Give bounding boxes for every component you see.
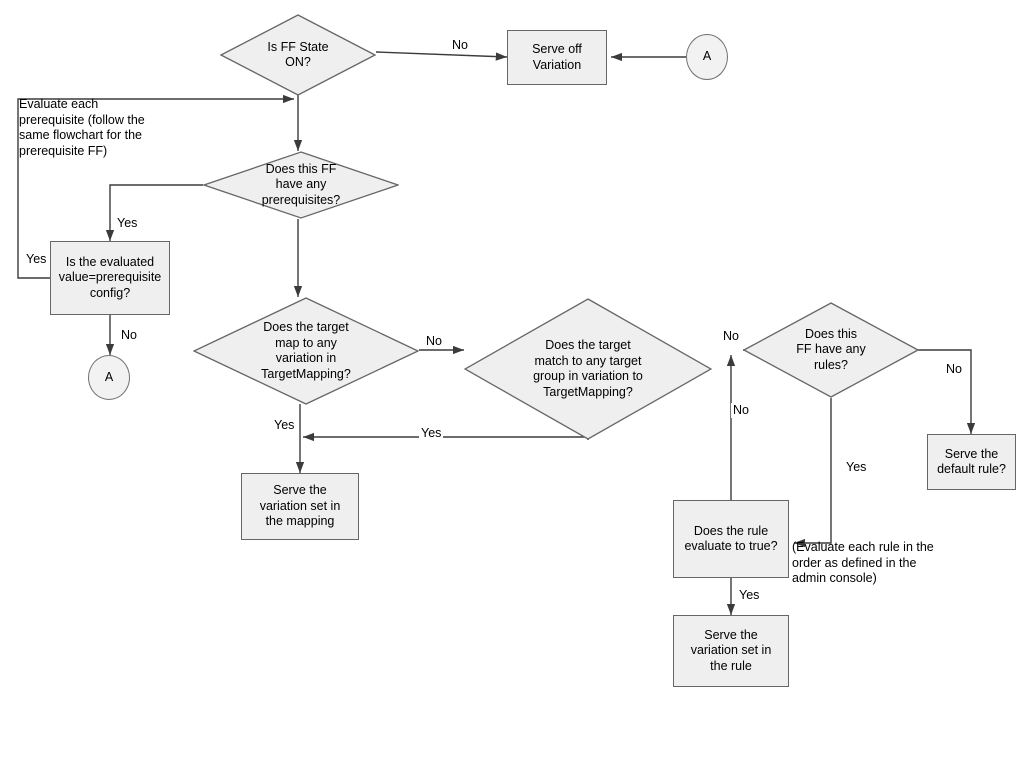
edge-label-rules-no-loop: No [731,403,751,418]
edge-prereq-yes [105,184,203,241]
node-evaluated-value-prerequisite[interactable]: Is the evaluated value=prerequisite conf… [50,241,170,315]
node-label: Does the rule evaluate to true? [684,523,778,554]
node-target-match-group[interactable]: Does the target match to any target grou… [464,298,712,440]
node-is-ff-state-on[interactable]: Is FF State ON? [220,14,376,96]
edge-label-targetgroup-no: No [721,329,741,344]
node-label: Does the target map to any variation in … [261,320,351,381]
edge-label-targetmap-no: No [424,334,444,349]
node-serve-variation-rule[interactable]: Serve the variation set in the rule [673,615,789,687]
node-label: Serve the default rule? [937,446,1006,477]
diamond-shape [464,298,712,440]
node-has-rules[interactable]: Does this FF have any rules? [743,302,919,398]
edge-label-rules-yes: Yes [844,460,869,475]
diamond-shape [220,14,376,96]
node-label: Does the target match to any target grou… [533,338,643,399]
diamond-shape [193,297,419,405]
node-label: Serve the variation set in the mapping [259,483,341,529]
note-rule-order: (Evaluate each rule in the order as defi… [792,540,934,585]
node-target-map-variation[interactable]: Does the target map to any variation in … [193,297,419,405]
edge-rules-yes [794,398,832,548]
diamond-shape [743,302,919,398]
node-connector-a-top[interactable]: A [686,34,728,80]
edge-label-targetgroup-yes: Yes [419,426,444,441]
node-rule-evaluate-true[interactable]: Does the rule evaluate to true? [673,500,789,578]
node-serve-off-variation[interactable]: Serve off Variation [507,30,607,85]
edge-label-targetmap-yes: Yes [272,418,297,433]
node-label: Does this FF have any rules? [796,326,866,372]
edge-label-rules-no: No [944,362,964,377]
node-label: Serve off Variation [532,42,582,72]
node-has-prerequisites[interactable]: Does this FF have any prerequisites? [203,151,399,219]
node-label: A [702,49,712,64]
node-connector-a-bottom[interactable]: A [88,355,130,400]
edge-label-prereq-yes: Yes [115,216,140,231]
edge-label-state-on-no: No [450,38,470,53]
node-label: Is the evaluated value=prerequisite conf… [58,254,162,300]
node-serve-variation-mapping[interactable]: Serve the variation set in the mapping [241,473,359,540]
diamond-shape [203,151,399,219]
node-label: A [104,369,114,384]
node-label: Is FF State ON? [267,39,329,70]
node-label: Does this FF have any prerequisites? [261,161,341,207]
edge-label-rule-true-yes: Yes [737,588,762,603]
edge-state-on-no [375,51,508,61]
edge-label-prereq-loop-yes: Yes [24,252,49,267]
node-serve-default-rule[interactable]: Serve the default rule? [927,434,1016,490]
edge-label-prereq-config-no: No [119,328,139,343]
node-label: Serve the variation set in the rule [690,627,772,673]
note-prerequisite: Evaluate each prerequisite (follow the s… [19,97,145,158]
